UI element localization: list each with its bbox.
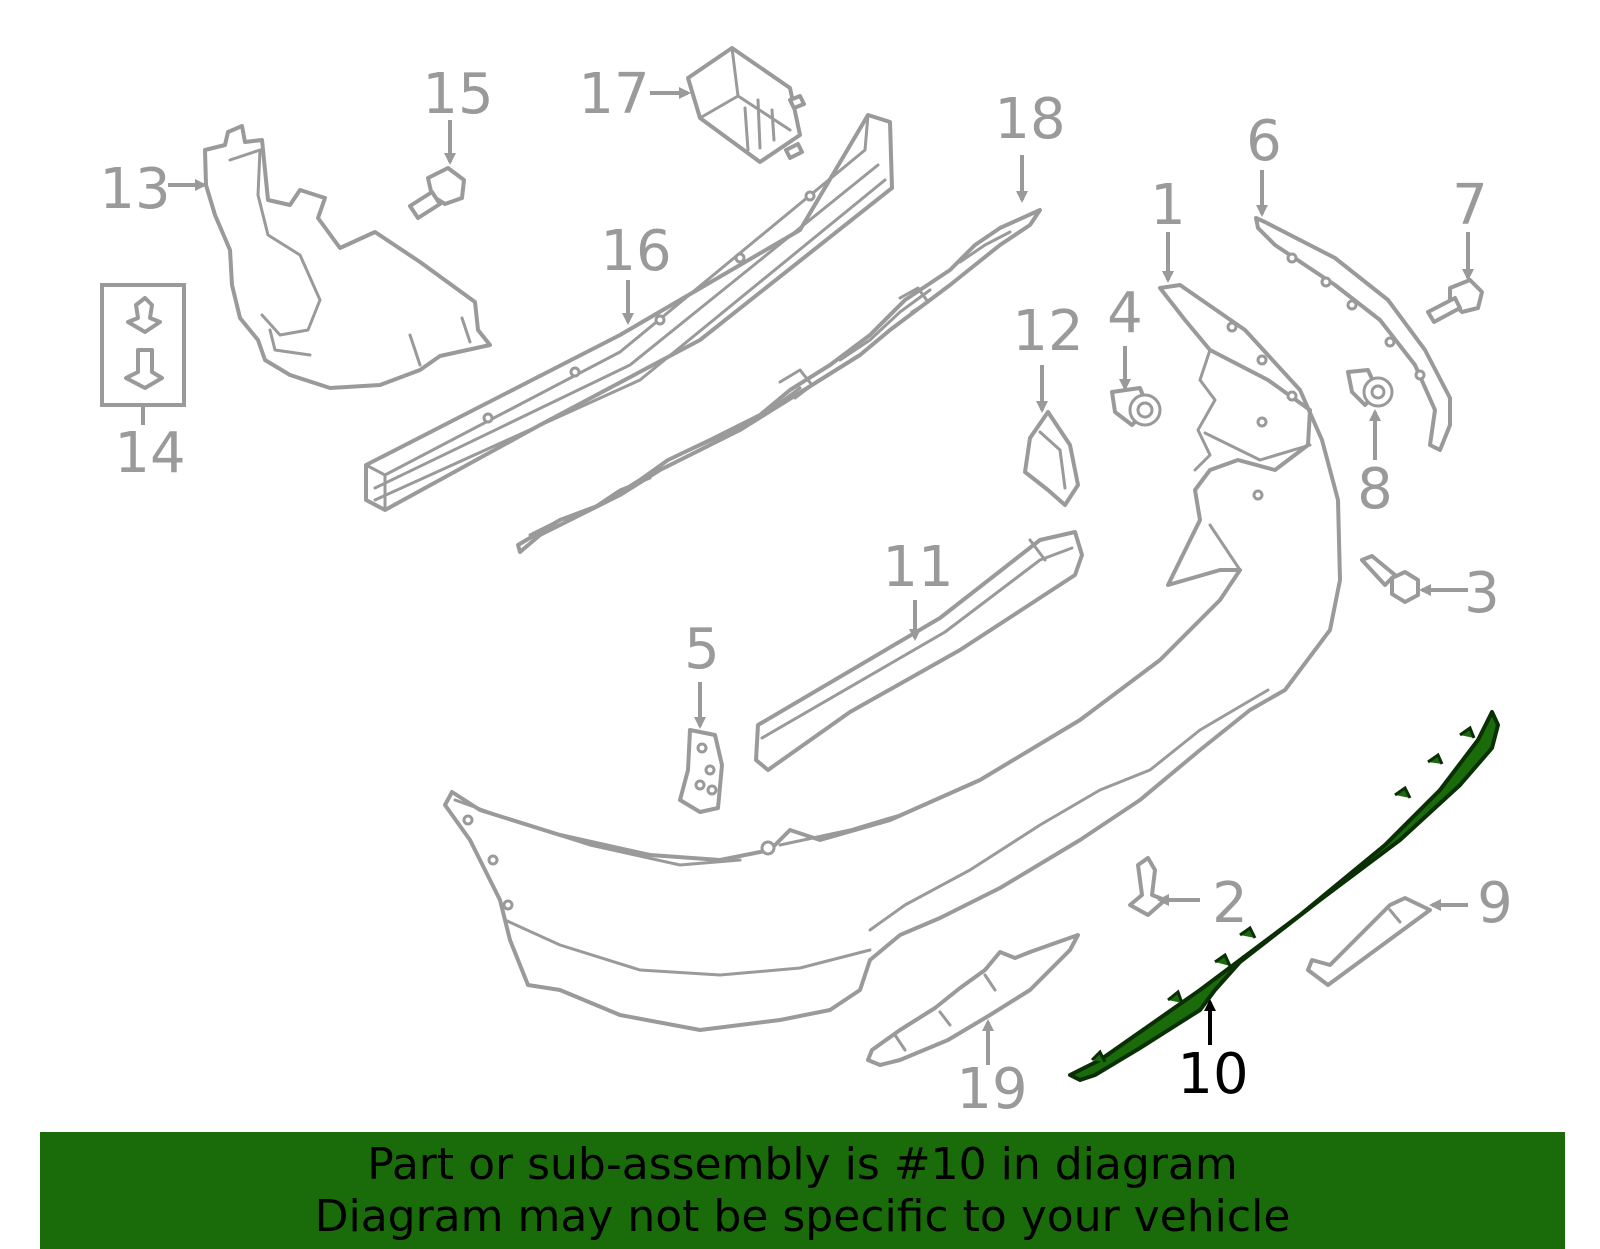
leader-lines xyxy=(141,87,1474,1065)
banner-disclaimer-line: Diagram may not be specific to your vehi… xyxy=(314,1190,1291,1242)
info-banner: Part or sub-assembly is #10 in diagram D… xyxy=(40,1132,1565,1249)
part-10-lower-valance-highlighted xyxy=(1068,710,1500,1082)
callout-15: 15 xyxy=(422,62,493,127)
callout-7: 7 xyxy=(1452,173,1488,238)
part-8-nut xyxy=(1346,368,1394,408)
callout-17: 17 xyxy=(578,62,649,127)
part-19-lower-bracket xyxy=(866,933,1080,1067)
part-4-nut xyxy=(1110,386,1162,427)
part-5-bracket xyxy=(678,728,724,814)
part-13-splash-shield xyxy=(203,124,492,390)
part-17-module xyxy=(686,46,806,164)
callout-9: 9 xyxy=(1477,871,1513,936)
callout-6: 6 xyxy=(1246,109,1282,174)
callout-16: 16 xyxy=(600,219,671,284)
callout-19: 19 xyxy=(956,1057,1027,1122)
callout-12: 12 xyxy=(1012,299,1083,364)
callout-5: 5 xyxy=(684,617,720,682)
callout-13: 13 xyxy=(99,157,170,222)
part-12-bracket xyxy=(1023,410,1080,507)
part-1-bumper-cover xyxy=(443,283,1342,1032)
part-15-bolt xyxy=(408,166,466,220)
callout-2: 2 xyxy=(1212,871,1248,936)
callout-11: 11 xyxy=(882,535,953,600)
part-18-energy-absorber xyxy=(516,208,1042,554)
part-3-bolt xyxy=(1360,554,1420,604)
banner-part-line: Part or sub-assembly is #10 in diagram xyxy=(367,1138,1238,1190)
callout-10-highlighted: 10 xyxy=(1177,1042,1248,1107)
part-11-support-strip xyxy=(754,530,1084,772)
callout-3: 3 xyxy=(1464,561,1500,626)
part-9-bracket xyxy=(1306,896,1432,987)
callout-8: 8 xyxy=(1357,457,1393,522)
parts-diagram: 1 2 3 4 5 6 7 8 9 10 11 12 13 14 15 16 1… xyxy=(99,46,1513,1122)
callout-4: 4 xyxy=(1107,281,1143,346)
callout-18: 18 xyxy=(994,87,1065,152)
part-7-bolt xyxy=(1426,278,1484,324)
callout-labels: 1 2 3 4 5 6 7 8 9 10 11 12 13 14 15 16 1… xyxy=(99,62,1512,1122)
part-14-retainer-clips xyxy=(100,283,186,407)
callout-14: 14 xyxy=(114,421,185,486)
part-6-side-bracket xyxy=(1254,216,1452,452)
callout-1: 1 xyxy=(1150,173,1186,238)
part-16-reinforcement-beam xyxy=(364,113,894,512)
part-2-push-pin xyxy=(1128,856,1167,917)
